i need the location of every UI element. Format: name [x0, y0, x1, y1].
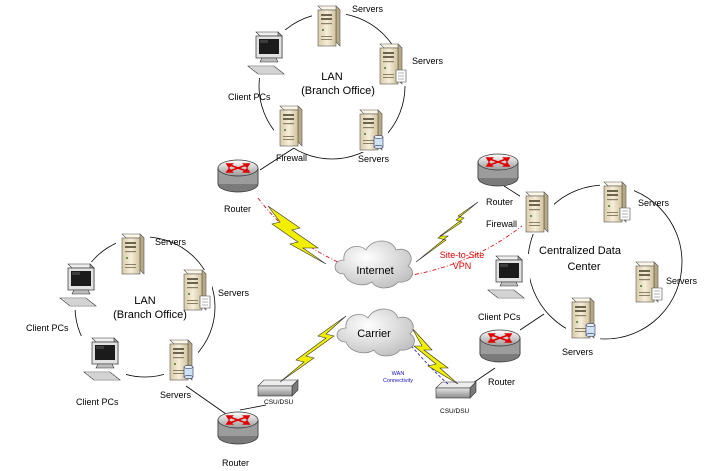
left-lan-router-label: Router	[222, 458, 249, 468]
server-icon	[604, 182, 630, 222]
data-center-router-bottom-label: Router	[488, 377, 515, 387]
left-lan-servers-top-label: Servers	[155, 237, 187, 247]
server-icon	[380, 44, 406, 84]
left-lan-servers-bottom-label: Servers	[160, 390, 192, 400]
lightning-dc-csu	[411, 327, 459, 385]
top-lan-links	[259, 147, 295, 171]
lightning-top-lan	[267, 205, 327, 265]
data-center: Router Firewall Servers Servers Servers …	[435, 153, 698, 415]
server-icon	[636, 262, 662, 302]
lightning-left-csu	[279, 315, 347, 383]
wan-label-line1: WAN	[392, 371, 405, 377]
top-lan-firewall-label: Firewall	[276, 153, 307, 163]
left-lan-csu-dsu-label: CSU/DSU	[264, 399, 294, 406]
router-icon	[217, 411, 259, 445]
left-lan-title-line1: LAN	[134, 295, 155, 307]
data-center-csu-dsu-label: CSU/DSU	[440, 408, 470, 415]
top-lan-title-line1: LAN	[321, 71, 342, 83]
vpn-label-line1: Site-to-Site	[440, 250, 485, 260]
data-center-title-line2: Center	[567, 261, 600, 273]
data-center-servers-bottom-label: Servers	[562, 347, 594, 357]
top-lan-router-label: Router	[224, 204, 251, 214]
carrier-label: Carrier	[357, 328, 391, 340]
server-icon	[170, 340, 193, 380]
firewall-server-icon	[279, 105, 303, 147]
lightning-data-center	[415, 201, 479, 263]
firewall-server-icon	[525, 191, 549, 233]
connections	[257, 197, 523, 385]
wan-label-line2: Connectivity	[383, 378, 413, 384]
left-lan-client-pcs-top-label: Client PCs	[26, 323, 69, 333]
left-lan: Servers Servers Servers Client PCs Clien…	[26, 233, 299, 468]
left-lan-links	[185, 385, 267, 415]
data-center-router-top-label: Router	[486, 197, 513, 207]
internet-label: Internet	[356, 265, 393, 277]
internet-cloud: Internet	[334, 240, 413, 289]
router-icon	[477, 153, 519, 187]
left-lan-client-pcs-bottom-label: Client PCs	[76, 397, 119, 407]
server-icon	[572, 298, 595, 338]
router-icon	[479, 329, 521, 363]
csu-dsu-icon	[435, 381, 477, 399]
vpn-label-line2: VPN	[453, 261, 472, 271]
csu-dsu-icon	[257, 379, 299, 397]
server-icon	[121, 233, 145, 275]
vpn-link-data-center	[405, 225, 523, 277]
left-lan-title-line2: (Branch Office)	[113, 309, 187, 321]
data-center-title-line1: Centralized Data	[539, 245, 622, 257]
router-icon	[217, 159, 259, 193]
data-center-client-pcs-label: Client PCs	[478, 312, 521, 322]
top-lan-title-line2: (Branch Office)	[301, 85, 375, 97]
data-center-servers-right-label: Servers	[666, 276, 698, 286]
data-center-servers-top-label: Servers	[638, 198, 670, 208]
server-icon	[317, 5, 341, 47]
server-icon	[360, 110, 383, 150]
top-lan-servers-right-label: Servers	[412, 56, 444, 66]
top-lan-servers-bottom-label: Servers	[358, 154, 390, 164]
top-lan: Servers Servers Servers Client PCs Firew…	[217, 4, 444, 214]
carrier-cloud: Carrier	[336, 308, 415, 357]
top-lan-servers-top-label: Servers	[352, 4, 384, 14]
data-center-firewall-label: Firewall	[486, 219, 517, 229]
server-icon	[184, 270, 210, 310]
top-lan-client-pcs-label: Client PCs	[228, 92, 271, 102]
left-lan-servers-right-label: Servers	[218, 288, 250, 298]
